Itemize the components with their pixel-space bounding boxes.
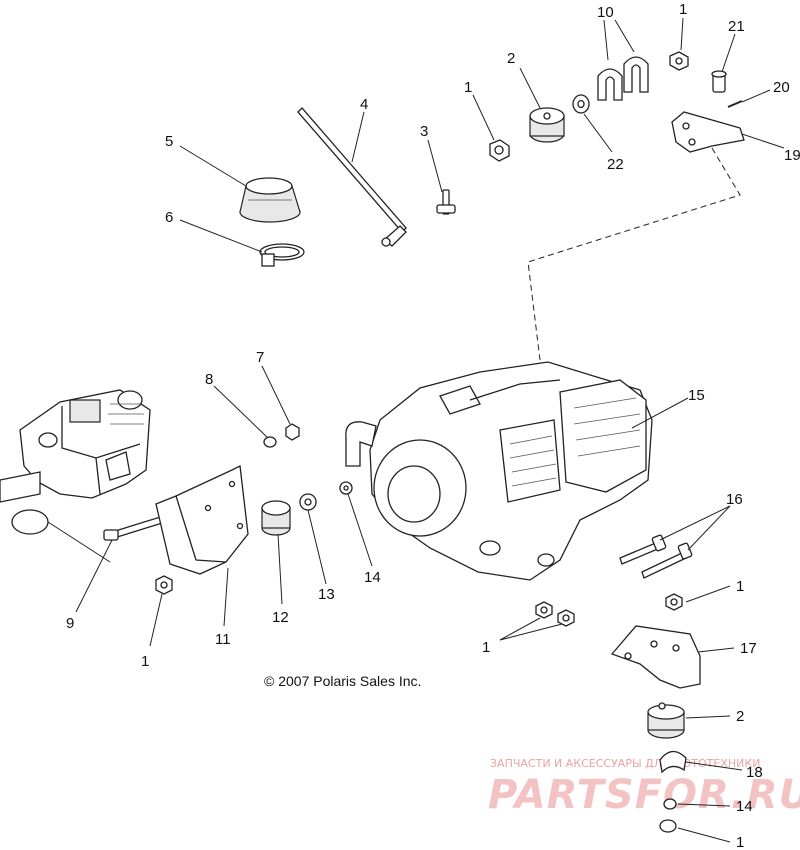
part-16-bolts xyxy=(619,534,693,579)
watermark-logo: PARTSFOR.RU xyxy=(488,772,800,818)
callout-19: 19 xyxy=(784,147,800,164)
callout-12: 12 xyxy=(272,609,289,626)
part-1-nut-right xyxy=(665,593,683,611)
part-8-nut xyxy=(263,436,277,448)
part-1-nut-bottom xyxy=(659,819,677,833)
callout-7: 7 xyxy=(256,349,264,366)
callout-2: 2 xyxy=(736,708,744,725)
part-1-nuts-center xyxy=(535,601,575,627)
part-3-bolt xyxy=(436,189,456,215)
part-1-nut-top-right xyxy=(669,51,689,71)
callout-9: 9 xyxy=(66,615,74,632)
transmission-housing xyxy=(0,389,151,563)
part-5-boot xyxy=(239,177,301,223)
callout-22: 22 xyxy=(607,156,624,173)
leader-lines xyxy=(75,17,785,843)
part-21-sleeve xyxy=(711,70,727,93)
part-11-bracket xyxy=(155,465,249,575)
assembly-guide-lines xyxy=(527,147,741,361)
callout-6: 6 xyxy=(165,209,173,226)
part-9-bolt xyxy=(103,513,173,541)
callout-3: 3 xyxy=(420,123,428,140)
callout-14: 14 xyxy=(736,798,753,815)
watermark: ЗАПЧАСТИ И АКСЕССУАРЫ ДЛЯ МОТОТЕХНИКИ PA… xyxy=(488,757,800,818)
guide-line-bracket-to-engine xyxy=(527,147,741,361)
leader-18 xyxy=(685,761,743,771)
callout-1: 1 xyxy=(679,1,687,18)
copyright-notice: © 2007 Polaris Sales Inc. xyxy=(264,673,421,689)
callout-1: 1 xyxy=(482,639,490,656)
part-2-mount-bottom xyxy=(647,702,685,739)
part-19-bracket xyxy=(671,111,745,153)
callout-17: 17 xyxy=(740,640,757,657)
part-13-washer xyxy=(299,493,317,511)
part-1-nut-left xyxy=(155,575,173,595)
callout-labels: 1 21 10 20 2 1 4 19 3 22 5 6 7 8 15 16 1… xyxy=(66,1,800,850)
part-15-engine xyxy=(345,361,653,581)
part-4-rod xyxy=(297,107,407,247)
callout-1: 1 xyxy=(464,79,472,96)
callout-1: 1 xyxy=(736,578,744,595)
watermark-tagline: ЗАПЧАСТИ И АКСЕССУАРЫ ДЛЯ МОТОТЕХНИКИ xyxy=(490,757,760,770)
part-6-clamp xyxy=(259,243,305,267)
callout-18: 18 xyxy=(746,764,763,781)
callout-10: 10 xyxy=(597,4,614,21)
part-7-nut xyxy=(285,423,300,441)
part-14-washer xyxy=(339,481,353,495)
callout-8: 8 xyxy=(205,371,213,388)
callout-5: 5 xyxy=(165,133,173,150)
part-10-u-clips xyxy=(597,56,649,101)
part-1-nut-top-middle xyxy=(489,139,510,162)
part-14-washer-bottom xyxy=(663,798,677,810)
callout-1: 1 xyxy=(141,653,149,670)
callout-1: 1 xyxy=(736,834,744,850)
callout-2: 2 xyxy=(507,50,515,67)
callout-11: 11 xyxy=(215,631,231,648)
callout-13: 13 xyxy=(318,586,335,603)
part-18-clip xyxy=(659,750,687,774)
part-2-mount-top xyxy=(529,107,565,143)
callout-14: 14 xyxy=(364,569,381,586)
callout-21: 21 xyxy=(728,18,745,35)
callout-20: 20 xyxy=(773,79,790,96)
part-22-washer xyxy=(572,94,590,114)
part-20-pin xyxy=(727,100,743,108)
callout-15: 15 xyxy=(688,387,705,404)
part-12-mount xyxy=(261,500,291,536)
callout-4: 4 xyxy=(360,96,368,113)
callout-16: 16 xyxy=(726,491,743,508)
part-17-bracket xyxy=(610,625,701,689)
